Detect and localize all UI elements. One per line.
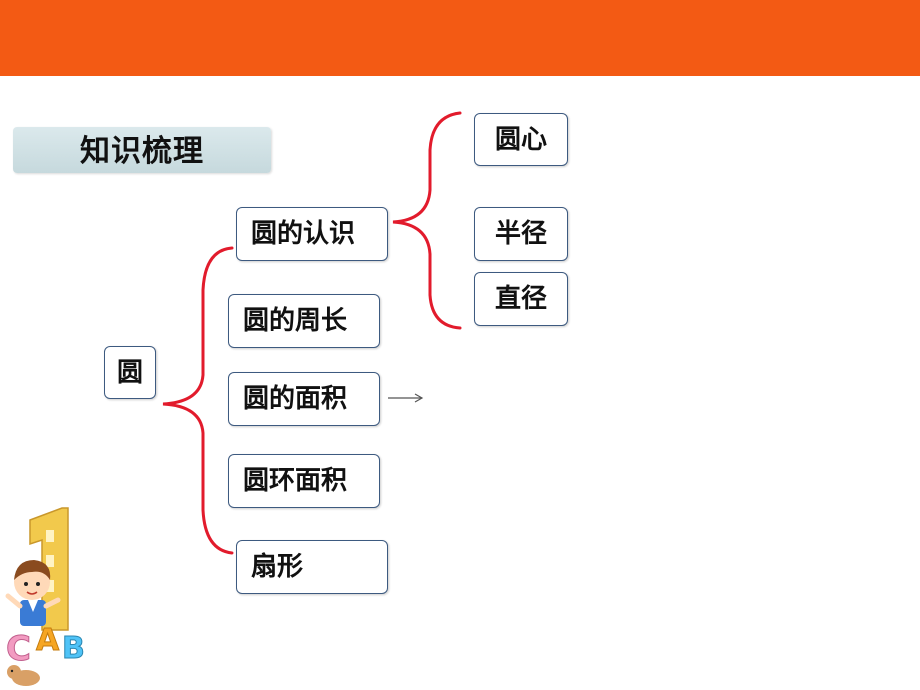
section-title-tag: 知识梳理 <box>13 127 271 173</box>
sub-branch-label: 圆心 <box>494 124 547 155</box>
branch-node-sector: 扇形 <box>236 540 388 594</box>
branch-node-circumference: 圆的周长 <box>228 294 380 348</box>
branch-label: 圆环面积 <box>243 466 348 496</box>
sub-node-center: 圆心 <box>474 113 568 166</box>
header-bar <box>0 0 920 76</box>
branch-label: 圆的周长 <box>243 306 348 336</box>
branch-label: 圆的面积 <box>243 384 348 414</box>
branch-label: 扇形 <box>251 552 304 582</box>
sub-branch-label: 半径 <box>494 219 547 249</box>
svg-text:A: A <box>36 623 60 658</box>
root-node: 圆 <box>104 346 156 399</box>
branch-node-area: 圆的面积 <box>228 372 380 426</box>
main-brace <box>162 246 234 555</box>
branch-label: 圆的认识 <box>251 219 356 249</box>
mascot-illustration: C A B <box>5 507 85 686</box>
branch-node-recognition: 圆的认识 <box>236 207 388 261</box>
sub-node-radius: 半径 <box>474 207 568 261</box>
branch-node-ring-area: 圆环面积 <box>228 454 380 508</box>
sub-branch-label: 直径 <box>494 284 547 314</box>
arrow-icon <box>388 393 424 403</box>
svg-text:B: B <box>62 631 85 666</box>
sub-brace <box>392 111 462 330</box>
sub-node-diameter: 直径 <box>474 272 568 326</box>
svg-text:C: C <box>6 629 31 669</box>
root-label: 圆 <box>116 357 143 388</box>
section-title: 知识梳理 <box>80 134 204 169</box>
